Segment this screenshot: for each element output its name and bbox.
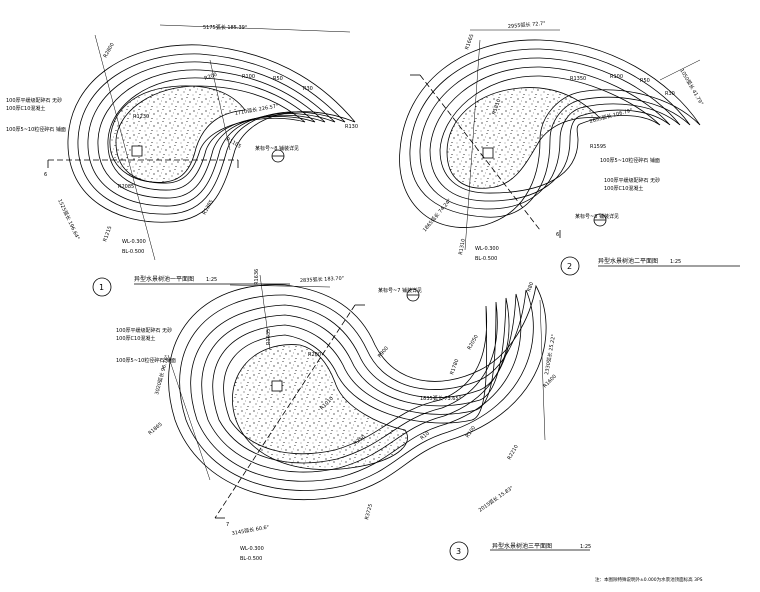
plan-3-dim-16: R10 bbox=[419, 431, 430, 442]
plan-1-dim-10: R1215 bbox=[102, 225, 113, 242]
plan-1-dim-1: 5175弧长 185.39° bbox=[203, 24, 248, 31]
plan-3-dim-8: R80 bbox=[526, 281, 535, 292]
plan-3-dim-4: R200 bbox=[308, 352, 321, 358]
plan-3-number: 3 bbox=[456, 547, 461, 556]
plan-3-gravel-bed bbox=[232, 344, 408, 470]
plan-3-dim-7: R1780 bbox=[449, 358, 460, 375]
plan-2-dim-12: 1865弧长 74.24° bbox=[421, 197, 453, 233]
plan-3-dim-1: 2835弧长 183.70° bbox=[300, 275, 345, 284]
plan-3-outlines bbox=[168, 284, 547, 501]
plan-3-dim-2: R1636 bbox=[254, 269, 260, 285]
plan-3 bbox=[167, 274, 590, 561]
plan-2-note-7: 6 bbox=[556, 232, 559, 238]
plan-3-dim-6: R2050 bbox=[467, 334, 480, 351]
plan-2-dim-2: R1665 bbox=[464, 33, 475, 50]
plan-1-dim-11: R1230 bbox=[133, 114, 149, 120]
plan-1-dim-7: R130 bbox=[345, 124, 358, 130]
plan-3-dim-5: R900 bbox=[377, 345, 390, 359]
plan-3-dim-11: R2210 bbox=[507, 444, 520, 461]
plan-2-dim-5: R50 bbox=[640, 78, 650, 84]
plan-2-dim-11: 1050弧长 41.79° bbox=[678, 68, 705, 108]
plan-2-number-circle bbox=[560, 256, 580, 276]
plan-2-note-2: 100厚平缓级配碎石 无砂 bbox=[604, 177, 660, 184]
plan-1 bbox=[47, 24, 356, 297]
plan-1-dim-5: R50 bbox=[273, 76, 283, 82]
plan-2-note-5: BL-0.500 bbox=[475, 256, 497, 262]
plan-1-note-7: 6 bbox=[44, 172, 47, 178]
plan-3-note-5: BL-0.500 bbox=[240, 556, 262, 562]
plan-3-dim-10: R1600 bbox=[542, 374, 558, 390]
plan-3-note-4: WL-0.300 bbox=[240, 546, 264, 552]
plan-2-note-3: 100厚C10混凝土 bbox=[604, 185, 643, 192]
plan-1-dim-4: R100 bbox=[242, 74, 255, 80]
plan-1-dim-9: R1385 bbox=[202, 199, 215, 216]
plan-1-dim-2: R2800 bbox=[103, 42, 116, 59]
plan-1-gravel-bed bbox=[109, 85, 246, 183]
plan-1-note-2: 100厚C10混凝土 bbox=[6, 105, 45, 112]
plan-1-note-5: BL-0.500 bbox=[122, 249, 144, 255]
plan-1-scale: 1:25 bbox=[206, 277, 217, 283]
plan-2-dim-3: R1350 bbox=[570, 76, 586, 82]
plan-3-number-circle bbox=[449, 541, 469, 561]
plan-2-dim-7: R1595 bbox=[590, 144, 606, 150]
plan-2-dim-8: R1810 bbox=[491, 98, 502, 115]
plan-2-dim-1: 2955弧长 72.7° bbox=[508, 20, 547, 30]
plan-1-dim-14: 1525弧长 196.64° bbox=[56, 198, 81, 242]
plan-3-dim-19: 3145弧长 60.6° bbox=[231, 523, 270, 537]
footnote: 注：本图除特殊说明外±0.000为水景池顶面标高 3PS bbox=[595, 576, 703, 583]
plan-1-number-circle bbox=[92, 277, 112, 297]
plan-2-number: 2 bbox=[567, 262, 572, 271]
plan-2-note-1: 100厚5~10粒径碎石 铺面 bbox=[600, 157, 660, 164]
plan-3-dim-15: R3725 bbox=[364, 503, 374, 520]
plan-3-note-1: 100厚平缓级配碎石 无砂 bbox=[116, 327, 172, 334]
plan-2-dim-9: R1310 bbox=[458, 238, 467, 255]
plan-1-dim-12: R2085 bbox=[118, 184, 134, 190]
plan-1-dim-6: R30 bbox=[303, 86, 313, 92]
plan-3-note-2: 100厚C10混凝土 bbox=[116, 335, 155, 342]
plan-2-note-6: 某标号~8 铺装详见 bbox=[575, 213, 619, 220]
plan-1-number: 1 bbox=[99, 283, 104, 292]
plan-3-dim-20: 2015弧长 15.83° bbox=[477, 484, 515, 514]
plan-3-title: 异型水景树池三平面图 bbox=[492, 542, 552, 550]
plan-1-note-6: 某标号~8 铺装详见 bbox=[255, 145, 299, 152]
plan-1-dim-3: R200 bbox=[204, 72, 218, 82]
plan-3-scale: 1:25 bbox=[580, 544, 591, 550]
plan-3-dim-9: R100 bbox=[465, 425, 477, 439]
plan-2-tree-marker bbox=[482, 147, 494, 159]
plan-2-section-line bbox=[419, 74, 541, 231]
plan-1-title: 异型水景树池一平面图 bbox=[134, 275, 194, 283]
plan-2-title: 异型水景树池二平面图 bbox=[598, 257, 658, 265]
plan-1-note-3: 100厚5~10粒径碎石 铺面 bbox=[6, 126, 66, 133]
plan-3-section-line bbox=[214, 304, 356, 519]
plan-2-note-4: WL-0.300 bbox=[475, 246, 499, 252]
plan-3-dim-12: R1865 bbox=[147, 422, 163, 437]
plan-3-note-6: 某标号~7 铺装详见 bbox=[378, 287, 422, 294]
plan-3-dim-17: 1835弧长 73.65° bbox=[420, 395, 462, 402]
plan-2-dim-4: R100 bbox=[610, 74, 623, 80]
plan-1-note-4: WL-0.300 bbox=[122, 239, 146, 245]
plan-2-dim-6: R30 bbox=[665, 91, 675, 97]
plan-2-outlines bbox=[399, 39, 701, 228]
plan-3-note-3: 100厚5~10粒径碎石 铺面 bbox=[116, 357, 176, 364]
plan-2 bbox=[399, 29, 740, 276]
plan-2-scale: 1:25 bbox=[670, 259, 681, 265]
plan-3-dim-3: R1635 bbox=[266, 329, 272, 345]
plan-3-note-7: 7 bbox=[226, 522, 229, 528]
plan-3-tree-marker bbox=[271, 380, 283, 392]
plan-1-tree-marker bbox=[131, 145, 143, 157]
plan-1-note-1: 100厚平缓级配碎石 无砂 bbox=[6, 97, 62, 104]
plan-2-gravel-bed bbox=[446, 87, 602, 189]
